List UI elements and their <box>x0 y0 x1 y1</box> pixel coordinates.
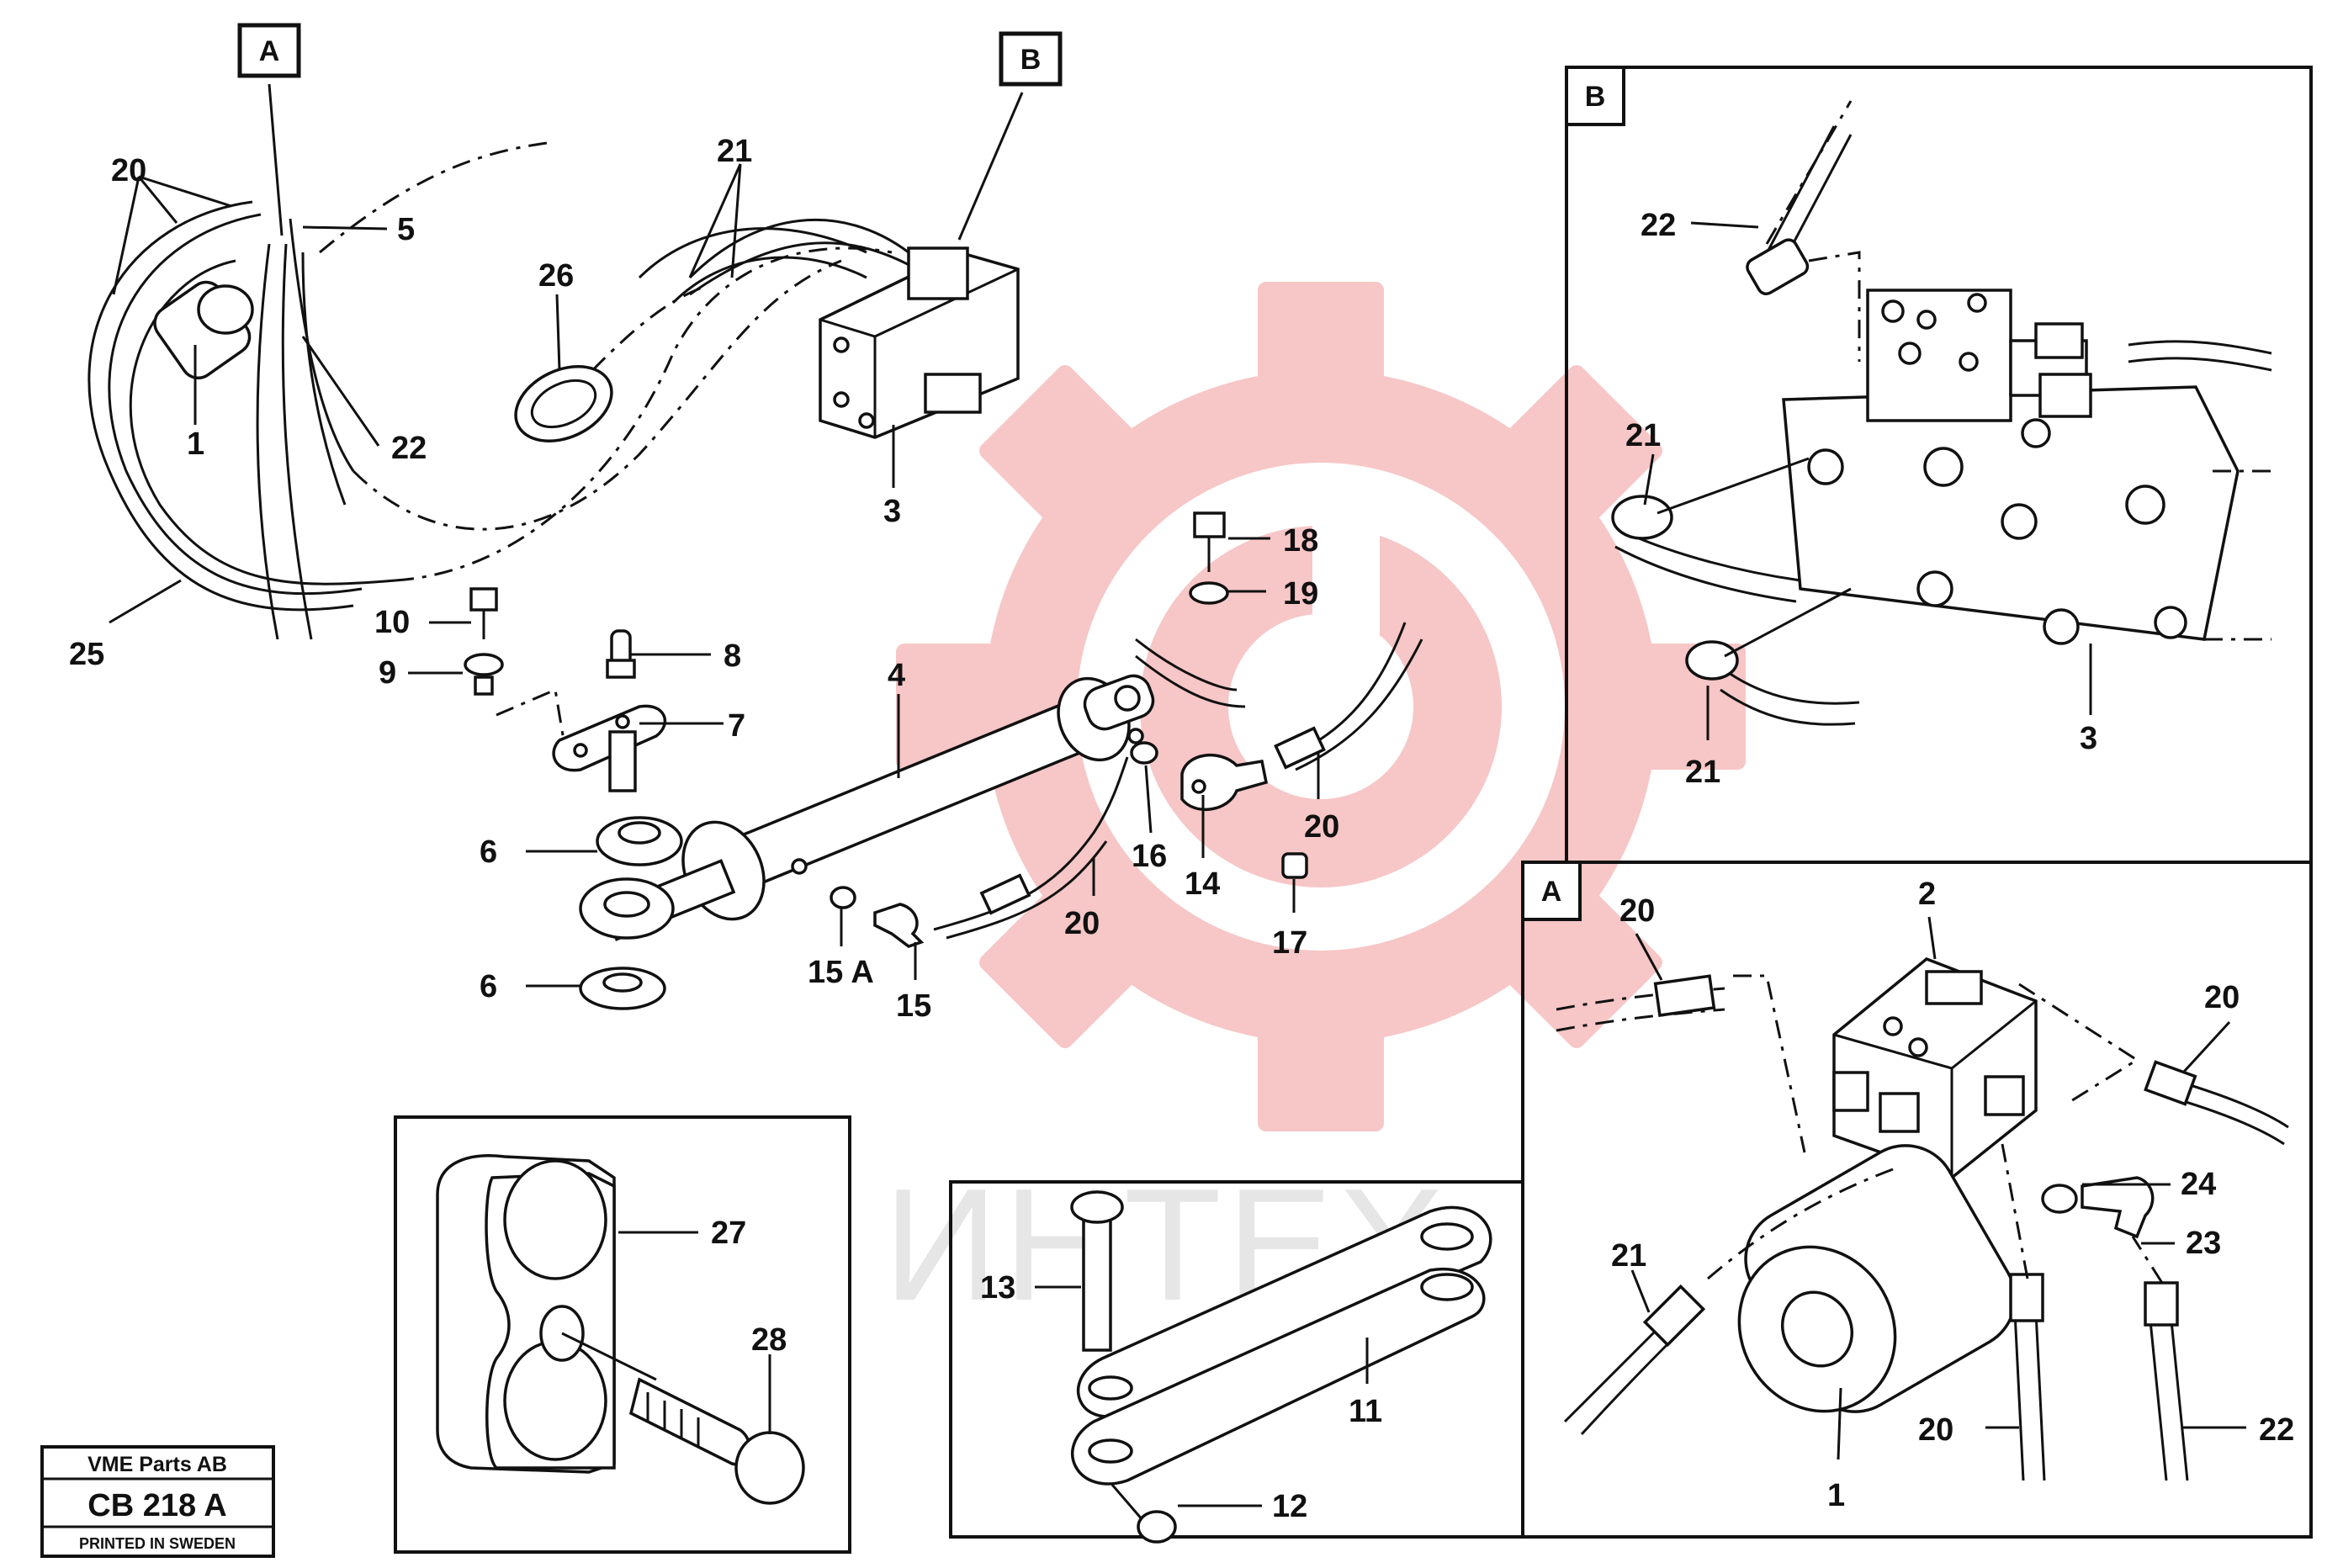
hose-clamp <box>514 365 613 442</box>
inset-a-labels: 2 20 20 24 23 21 20 22 1 <box>1611 877 2294 1513</box>
label-10: 10 <box>374 605 410 640</box>
label-15a: 15 A <box>808 955 874 990</box>
watermark-gear <box>896 282 1746 1131</box>
inset-b-tag: B <box>1585 81 1606 113</box>
hose-bundle <box>87 141 893 640</box>
filter-canister-main <box>153 280 254 380</box>
top-tag-b: B <box>957 31 1063 241</box>
top-tag-a: A <box>237 23 301 236</box>
stamp-company: VME Parts AB <box>87 1453 227 1476</box>
top-tag-b-text: B <box>1020 44 1042 76</box>
label-27: 27 <box>711 1216 746 1251</box>
inset-b-label-3: 3 <box>2080 721 2097 756</box>
label-17: 17 <box>1272 925 1307 961</box>
label-13: 13 <box>980 1270 1015 1306</box>
washer-6-mid <box>579 877 675 940</box>
label-3-main: 3 <box>883 494 901 529</box>
label-12: 12 <box>1272 1489 1307 1524</box>
inset-clamp-labels: 27 28 <box>618 1216 787 1434</box>
label-20-main: 20 <box>111 153 146 188</box>
stamp-code: CB 218 A <box>87 1488 226 1523</box>
washer-6-lower <box>579 967 666 1010</box>
label-26: 26 <box>538 258 574 294</box>
inset-arm <box>949 1180 1524 1544</box>
inset-b-label-22: 22 <box>1641 208 1676 243</box>
label-5: 5 <box>397 212 415 247</box>
grease-nipple-8 <box>606 629 636 679</box>
label-6-lower: 6 <box>480 969 497 1004</box>
label-20-fitting: 20 <box>1304 809 1339 845</box>
label-11: 11 <box>1349 1394 1382 1429</box>
inset-a-label-22: 22 <box>2259 1412 2294 1448</box>
inset-a-label-23: 23 <box>2186 1226 2221 1261</box>
elbow-fitting-15 <box>830 886 925 948</box>
top-tag-a-text: A <box>259 35 280 67</box>
label-15: 15 <box>896 988 931 1024</box>
label-9: 9 <box>379 655 396 691</box>
inset-a-label-20-left: 20 <box>1619 893 1655 929</box>
bolt-18 <box>1189 511 1229 605</box>
valve-block-main <box>819 246 1020 439</box>
plug-17 <box>1281 852 1308 879</box>
main-labels: 20 5 21 26 1 22 3 25 10 9 8 7 4 18 19 6 … <box>69 134 1339 1024</box>
inset-a-label-20-right: 20 <box>2204 980 2240 1015</box>
label-20-hose: 20 <box>1064 906 1100 941</box>
washer-6-upper <box>596 816 683 866</box>
label-16: 16 <box>1132 839 1167 874</box>
hose-fittings-cyl <box>933 622 1423 940</box>
inset-b-labels: 22 21 21 3 <box>1625 208 2097 790</box>
label-4: 4 <box>888 658 905 693</box>
label-8: 8 <box>724 638 741 674</box>
bolt-10 <box>464 587 504 696</box>
inset-a-tag: A <box>1541 876 1562 908</box>
label-22-main: 22 <box>391 431 427 466</box>
label-1-main: 1 <box>187 426 204 462</box>
label-14: 14 <box>1185 866 1220 902</box>
oring-16 <box>1130 741 1158 765</box>
inset-b-label-21-upper: 21 <box>1625 418 1661 453</box>
bracket-pin <box>496 687 666 792</box>
label-7: 7 <box>728 708 745 744</box>
label-19: 19 <box>1283 576 1318 612</box>
inset-arm-labels: 13 11 12 <box>980 1270 1382 1524</box>
label-6-upper: 6 <box>480 834 497 870</box>
inset-a-label-1: 1 <box>1827 1478 1845 1513</box>
stamp-printed: PRINTED IN SWEDEN <box>79 1535 236 1552</box>
label-18: 18 <box>1283 523 1318 559</box>
title-stamp: VME Parts AB CB 218 A PRINTED IN SWEDEN <box>40 1445 275 1558</box>
inset-a: A <box>1521 861 2313 1539</box>
label-21-main: 21 <box>717 134 752 169</box>
label-25: 25 <box>69 637 104 672</box>
inset-a-label-24: 24 <box>2181 1167 2216 1202</box>
inset-a-label-21: 21 <box>1611 1238 1646 1274</box>
label-28: 28 <box>751 1322 787 1358</box>
inset-a-label-2: 2 <box>1918 877 1936 912</box>
inset-a-label-20-bottom: 20 <box>1918 1412 1953 1448</box>
inset-clamp <box>394 1115 851 1554</box>
inset-b-label-21-lower: 21 <box>1685 755 1720 790</box>
upper-hoses-21 <box>537 218 918 430</box>
